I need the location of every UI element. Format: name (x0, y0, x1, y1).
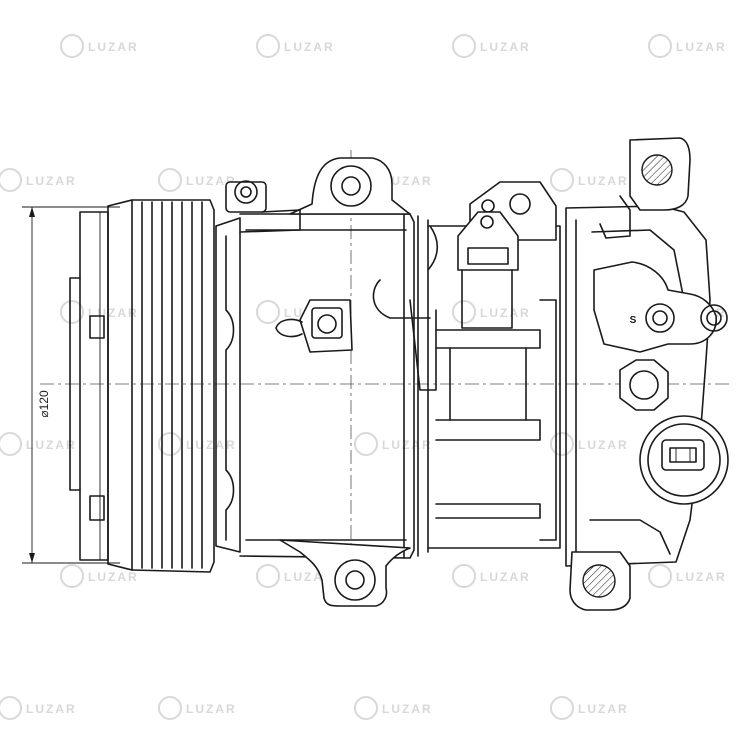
compressor-body (215, 213, 429, 559)
luzar-watermark: LUZAR (0, 168, 77, 192)
diameter-dimension: ⌀120 (22, 206, 120, 564)
luzar-watermark: LUZAR (0, 432, 77, 456)
watermark-logo-icon (60, 564, 84, 588)
watermark-text: LUZAR (480, 306, 531, 320)
watermark-logo-icon (550, 168, 574, 192)
watermark-text: LUZAR (480, 40, 531, 54)
watermark-logo-icon (158, 168, 182, 192)
top-mounting-ear (289, 157, 411, 215)
pulley-grooves (141, 201, 203, 569)
solenoid-connector (639, 415, 729, 505)
watermark-text: LUZAR (480, 570, 531, 584)
rear-cover (565, 205, 711, 567)
watermark-text: LUZAR (382, 438, 433, 452)
watermark-text: LUZAR (26, 438, 77, 452)
luzar-watermark: LUZAR (550, 168, 629, 192)
luzar-watermark: LUZAR (452, 34, 531, 58)
top-left-bolt (225, 180, 301, 233)
watermark-logo-icon (0, 432, 22, 456)
luzar-watermark: LUZAR (354, 696, 433, 720)
watermark-logo-icon (0, 168, 22, 192)
luzar-watermark: LUZAR (256, 34, 335, 58)
valve-s-marking: S (630, 315, 637, 326)
watermark-text: LUZAR (186, 702, 237, 716)
service-valve-fitting (457, 181, 557, 329)
watermark-text: LUZAR (26, 702, 77, 716)
watermark-logo-icon (158, 696, 182, 720)
watermark-logo-icon (354, 432, 378, 456)
diameter-label: ⌀120 (37, 390, 51, 418)
watermark-text: LUZAR (676, 40, 727, 54)
watermark-logo-icon (158, 432, 182, 456)
luzar-watermark: LUZAR (158, 432, 237, 456)
watermark-logo-icon (256, 564, 280, 588)
bottom-right-mounting-ear (569, 551, 631, 611)
watermark-text: LUZAR (88, 306, 139, 320)
luzar-watermark: LUZAR (60, 564, 139, 588)
bottom-mounting-ear (279, 539, 411, 607)
clutch-hub (69, 211, 109, 561)
luzar-watermark: LUZAR (550, 432, 629, 456)
watermark-text: LUZAR (186, 174, 237, 188)
watermark-logo-icon (452, 564, 476, 588)
luzar-watermark: LUZAR (452, 300, 531, 324)
watermark-text: LUZAR (186, 438, 237, 452)
watermark-text: LUZAR (578, 702, 629, 716)
watermark-logo-icon (0, 696, 22, 720)
watermark-text: LUZAR (382, 174, 433, 188)
pulley (107, 199, 215, 573)
watermark-logo-icon (256, 34, 280, 58)
control-valve-hex (619, 359, 669, 411)
body-port (275, 299, 353, 353)
top-right-mounting-ear (599, 137, 691, 239)
watermark-logo-icon (60, 300, 84, 324)
watermark-logo-icon (550, 432, 574, 456)
luzar-watermark: LUZAR (158, 168, 237, 192)
watermark-text: LUZAR (578, 174, 629, 188)
luzar-watermark: LUZAR (452, 564, 531, 588)
watermark-logo-icon (452, 300, 476, 324)
watermark-text: LUZAR (88, 570, 139, 584)
luzar-watermark: LUZAR (158, 696, 237, 720)
watermark-logo-icon (256, 300, 280, 324)
watermark-logo-icon (648, 564, 672, 588)
watermark-text: LUZAR (382, 702, 433, 716)
watermark-text: LUZAR (88, 40, 139, 54)
luzar-watermark: LUZAR (648, 34, 727, 58)
watermark-logo-icon (354, 696, 378, 720)
watermark-layer: LUZAR LUZAR LUZAR LUZAR LUZAR LUZAR LUZAR LUZAR… (0, 34, 727, 720)
watermark-text: LUZAR (26, 174, 77, 188)
luzar-watermark: LUZAR (354, 432, 433, 456)
watermark-logo-icon (550, 696, 574, 720)
watermark-text: LUZAR (578, 438, 629, 452)
watermark-text: LUZAR (284, 40, 335, 54)
watermark-logo-icon (452, 34, 476, 58)
rear-housing (372, 225, 561, 549)
luzar-watermark: LUZAR (0, 696, 77, 720)
suction-valve-block: S (593, 261, 728, 353)
watermark-text: LUZAR (676, 570, 727, 584)
watermark-logo-icon (648, 34, 672, 58)
luzar-watermark: LUZAR (60, 34, 139, 58)
watermark-logo-icon (60, 34, 84, 58)
luzar-watermark: LUZAR (648, 564, 727, 588)
luzar-watermark: LUZAR (550, 696, 629, 720)
